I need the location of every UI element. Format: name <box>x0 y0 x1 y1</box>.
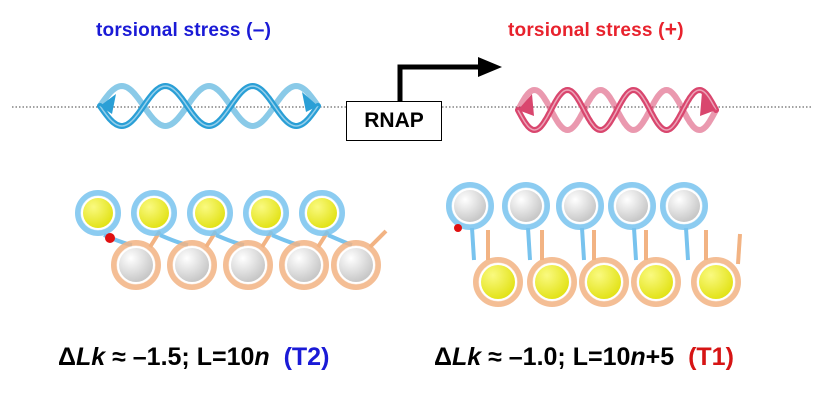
t2-top-nucleosome-wrap-highlight <box>248 195 284 231</box>
t2-bottom-nucleosome-core <box>119 248 153 282</box>
t1-bottom-nucleosome-wrap-highlight <box>532 262 572 302</box>
caption-t2: ΔLk ≈ –1.5; L=10n (T2) <box>58 343 330 371</box>
t1-top-nucleosome-wrap-highlight <box>507 187 545 225</box>
neg-helix-arrowhead-left <box>100 94 116 114</box>
t1-bottom-nucleosome-core <box>481 265 515 299</box>
t2-top-nucleosome-wrap <box>243 190 289 236</box>
t2-bottom-nucleosome-core <box>231 248 265 282</box>
t1-top-nucleosome-core <box>564 190 596 222</box>
transcription-arrow <box>397 57 502 101</box>
t1-bottom-nucleosome-wrap <box>691 257 741 307</box>
t1-bottom-nucleosome-wrap-highlight <box>636 262 676 302</box>
t1-bottom-nucleosome-wrap <box>631 257 681 307</box>
negative-stress-title: torsional stress (–) <box>96 18 272 41</box>
caption-t1: ΔLk ≈ –1.0; L=10n+5 (T1) <box>434 343 734 371</box>
t1-top-nucleosome-core <box>616 190 648 222</box>
t2-bottom-nucleosome-core <box>339 248 373 282</box>
t1-top-nucleosome-wrap <box>608 182 656 230</box>
t2-top-nucleosome-wrap <box>75 190 121 236</box>
t2-top-nucleosome-core <box>307 198 337 228</box>
t2-top-nucleosome-wrap <box>299 190 345 236</box>
t2-top-nucleosome-wrap-highlight <box>136 195 172 231</box>
pos-helix-arrowhead-right <box>700 92 716 116</box>
t1-linker-blue <box>526 227 532 261</box>
t2-top-nucleosome-wrap-highlight <box>80 195 116 231</box>
neg-helix-arrowhead-right <box>302 92 318 112</box>
t2-top-nucleosome-wrap <box>187 190 233 236</box>
t1-bottom-nucleosome-wrap-highlight <box>584 262 624 302</box>
t2-top-nucleosome-core <box>139 198 169 228</box>
t1-linker-blue <box>632 227 638 261</box>
t1-bottom-nucleosome-core <box>587 265 621 299</box>
t2-bottom-nucleosome-wrap <box>167 240 217 290</box>
t1-bottom-nucleosome-wrap-highlight <box>696 262 736 302</box>
t2-start-marker <box>105 233 115 243</box>
t2-bottom-nucleosome-wrap-highlight <box>116 245 156 285</box>
t2-bottom-nucleosome-wrap <box>111 240 161 290</box>
t2-bottom-nucleosome-wrap <box>223 240 273 290</box>
t2-bottom-nucleosome-wrap <box>279 240 329 290</box>
t2-top-nucleosome-core <box>83 198 113 228</box>
neg-helix-highlight <box>99 85 319 127</box>
pos-helix-highlight <box>517 89 717 131</box>
t2-top-nucleosome-core <box>195 198 225 228</box>
t2-bottom-nucleosome-wrap-highlight <box>172 245 212 285</box>
t1-top-nucleosome-wrap <box>660 182 708 230</box>
positive-sign: + <box>664 18 678 41</box>
t2-bottom-nucleosome-wrap <box>331 240 381 290</box>
t1-bottom-nucleosome-core <box>639 265 673 299</box>
t1-top-nucleosome-wrap-highlight <box>561 187 599 225</box>
t2-bottom-nucleosome-wrap-highlight <box>228 245 268 285</box>
chromatin-fiber-t2 <box>75 190 388 290</box>
t1-bottom-nucleosome-core <box>535 265 569 299</box>
t2-bottom-nucleosome-core <box>175 248 209 282</box>
t2-linker-end <box>368 229 388 249</box>
t1-top-nucleosome-wrap-highlight <box>665 187 703 225</box>
pos-helix-arrowhead-left <box>518 94 534 116</box>
t1-top-nucleosome-wrap-highlight <box>613 187 651 225</box>
t2-bottom-nucleosome-wrap-highlight <box>284 245 324 285</box>
t2-top-nucleosome-wrap-highlight <box>192 195 228 231</box>
t2-bottom-nucleosome-wrap-highlight <box>336 245 376 285</box>
t1-bottom-nucleosome-wrap <box>579 257 629 307</box>
t1-top-nucleosome-wrap-highlight <box>451 187 489 225</box>
positive-supercoil-helix <box>515 86 719 134</box>
t1-top-nucleosome-wrap <box>446 182 494 230</box>
t1-linker-end <box>736 233 742 265</box>
t1-linker-blue <box>470 227 476 261</box>
tag-t2: (T2) <box>283 343 330 371</box>
t2-top-nucleosome-core <box>251 198 281 228</box>
negative-sign: – <box>252 18 265 41</box>
t2-top-nucleosome-wrap <box>131 190 177 236</box>
t1-linker-blue <box>684 227 690 261</box>
negative-supercoil-helix <box>97 82 321 130</box>
t1-top-nucleosome-core <box>454 190 486 222</box>
t1-start-marker <box>454 224 462 232</box>
t1-top-nucleosome-wrap <box>556 182 604 230</box>
t1-top-nucleosome-wrap <box>502 182 550 230</box>
t1-top-nucleosome-core <box>668 190 700 222</box>
t1-bottom-nucleosome-wrap <box>473 257 523 307</box>
t2-top-nucleosome-wrap-highlight <box>304 195 340 231</box>
t1-linker-blue <box>580 227 586 261</box>
t1-bottom-nucleosome-wrap <box>527 257 577 307</box>
t1-bottom-nucleosome-wrap-highlight <box>478 262 518 302</box>
t1-bottom-nucleosome-core <box>699 265 733 299</box>
rnap-box: RNAP <box>346 101 442 141</box>
t1-top-nucleosome-core <box>510 190 542 222</box>
t2-bottom-nucleosome-core <box>287 248 321 282</box>
chromatin-fiber-t1 <box>446 182 742 307</box>
tag-t1: (T1) <box>688 343 734 371</box>
positive-stress-title: torsional stress (+) <box>508 18 684 41</box>
neg-helix-back-strand <box>97 82 321 130</box>
